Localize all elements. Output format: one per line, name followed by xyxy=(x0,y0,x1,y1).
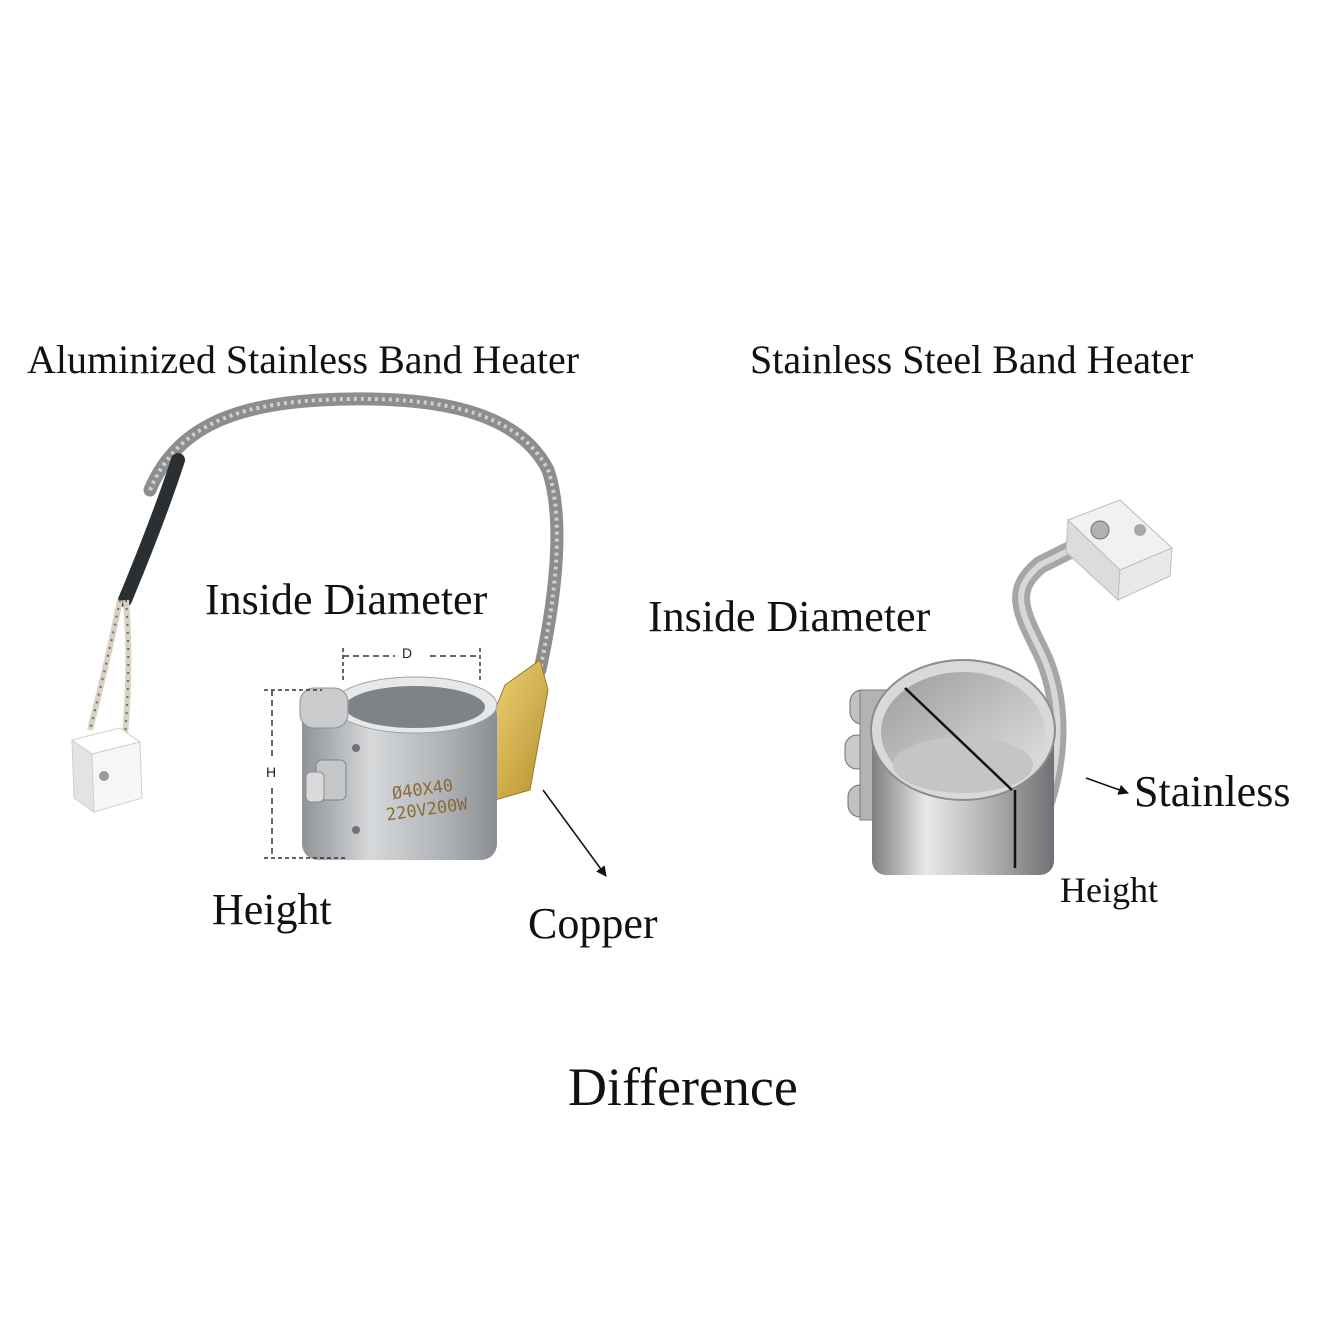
copper-label: Copper xyxy=(528,899,658,948)
left-inside-diameter-label: Inside Diameter xyxy=(205,575,488,624)
ceramic-terminal-top xyxy=(1065,499,1173,602)
diameter-line xyxy=(904,687,1013,791)
copper-arrow xyxy=(542,789,607,877)
right-height-label: Height xyxy=(1060,870,1158,910)
dimension-d-label: D xyxy=(402,645,413,661)
aluminized-body xyxy=(299,676,498,860)
difference-caption: Difference xyxy=(568,1057,798,1117)
dimension-lines xyxy=(264,648,481,859)
braided-cable xyxy=(143,392,564,677)
stainless-arrow xyxy=(1085,777,1129,795)
left-product-title: Aluminized Stainless Band Heater xyxy=(27,337,580,382)
stainless-band-heater xyxy=(844,499,1173,875)
cable-sleeve xyxy=(118,453,185,607)
right-inside-diameter-label: Inside Diameter xyxy=(648,592,931,641)
stainless-body xyxy=(870,659,1056,875)
ceramic-terminal-block xyxy=(70,727,143,813)
stainless-label: Stainless xyxy=(1134,767,1291,816)
lead-wire-right xyxy=(122,599,132,736)
right-product-title: Stainless Steel Band Heater xyxy=(750,337,1194,382)
left-height-label: Height xyxy=(212,885,332,934)
dimension-h-label: H xyxy=(266,764,277,780)
aluminized-band-heater xyxy=(70,392,607,877)
